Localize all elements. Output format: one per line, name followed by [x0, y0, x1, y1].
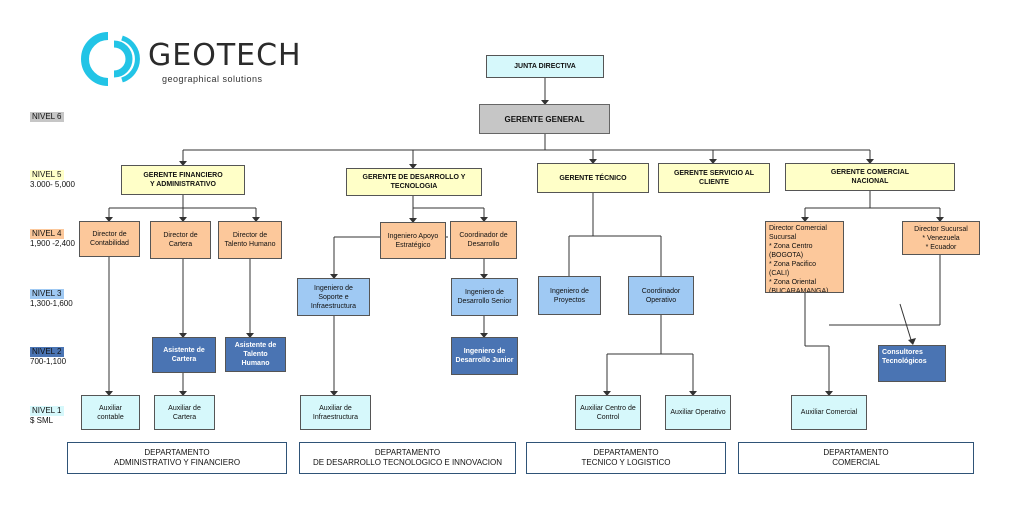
- department-tecnico-logistico: DEPARTAMENTO TECNICO Y LOGISTICO: [526, 442, 726, 474]
- department-label: DEPARTAMENTO: [374, 448, 441, 457]
- asistente-cartera-box: Asistente de Cartera: [152, 337, 216, 373]
- department-administrativo-financiero: DEPARTAMENTO ADMINISTRATIVO Y FINANCIERO: [67, 442, 287, 474]
- coordinador-desarrollo-box: Coordinador de Desarrollo: [450, 221, 517, 259]
- level-4-name: NIVEL 4: [30, 229, 64, 239]
- geotech-logo-icon: [81, 32, 140, 86]
- director-cartera-box: Director de Cartera: [150, 221, 211, 259]
- department-name: DE DESARROLLO TECNOLOGICO E INNOVACION: [312, 458, 503, 467]
- asistente-talento-humano-box: Asistente de Talento Humano: [225, 337, 286, 372]
- level-4-range: 1,900 -2,400: [30, 239, 75, 248]
- level-2-name: NIVEL 2: [30, 347, 64, 357]
- coordinador-operativo-box: Coordinador Operativo: [628, 276, 694, 315]
- auxiliar-centro-control-box: Auxiliar Centro de Control: [575, 395, 641, 430]
- level-2-range: 700-1,100: [30, 357, 67, 366]
- gerente-general-box: GERENTE GENERAL: [479, 104, 610, 134]
- consultores-tecnologicos-box: Consultores Tecnológicos: [878, 345, 946, 382]
- department-label: DEPARTAMENTO: [593, 448, 659, 457]
- level-2: NIVEL 2 700-1,100: [30, 347, 66, 367]
- level-3-name: NIVEL 3: [30, 289, 64, 299]
- level-5-range: 3.000- 5,000: [30, 180, 75, 189]
- gerente-financiero-box: GERENTE FINANCIERO Y ADMINISTRATIVO: [121, 165, 245, 195]
- auxiliar-operativo-box: Auxiliar Operativo: [665, 395, 731, 430]
- department-name: ADMINISTRATIVO Y FINANCIERO: [113, 458, 241, 467]
- director-comercial-sucursal-box: Director Comercial Sucursal * Zona Centr…: [765, 221, 844, 293]
- department-label: DEPARTAMENTO: [144, 448, 210, 457]
- level-1-range: $ SML: [30, 416, 54, 425]
- logo-tagline: geographical solutions: [162, 74, 263, 84]
- department-label: DEPARTAMENTO: [823, 448, 889, 457]
- ingeniero-soporte-infraestructura-box: Ingeniero de Soporte e Infraestructura: [297, 278, 370, 316]
- gerente-servicio-cliente-box: GERENTE SERVICIO AL CLIENTE: [658, 163, 770, 193]
- director-contabilidad-box: Director de Contabilidad: [79, 221, 140, 257]
- department-name: COMERCIAL: [832, 458, 880, 467]
- level-5: NIVEL 5 3.000- 5,000: [30, 170, 75, 190]
- level-1-name: NIVEL 1: [30, 406, 64, 416]
- junta-directiva-box: JUNTA DIRECTIVA: [486, 55, 604, 78]
- ingeniero-apoyo-estrategico-box: Ingeniero Apoyo Estratégico: [380, 222, 446, 259]
- gerente-comercial-box: GERENTE COMERCIAL NACIONAL: [785, 163, 955, 191]
- ingeniero-desarrollo-junior-box: Ingeniero de Desarrollo Junior: [451, 337, 518, 375]
- auxiliar-infraestructura-box: Auxiliar de Infraestructura: [300, 395, 371, 430]
- level-5-name: NIVEL 5: [30, 170, 64, 180]
- director-talento-humano-box: Director de Talento Humano: [218, 221, 282, 259]
- logo-brand: GEOTECH: [148, 38, 302, 73]
- auxiliar-cartera-box: Auxiliar de Cartera: [154, 395, 215, 430]
- director-sucursal-box: Director Sucursal * Venezuela * Ecuador: [902, 221, 980, 255]
- level-6: NIVEL 6: [30, 112, 64, 122]
- level-3-range: 1,300-1,600: [30, 299, 73, 308]
- level-1: NIVEL 1 $ SML: [30, 406, 64, 426]
- department-desarrollo-tecnologico: DEPARTAMENTO DE DESARROLLO TECNOLOGICO E…: [299, 442, 516, 474]
- auxiliar-comercial-box: Auxiliar Comercial: [791, 395, 867, 430]
- gerente-desarrollo-box: GERENTE DE DESARROLLO Y TECNOLOGIA: [346, 168, 482, 196]
- level-4: NIVEL 4 1,900 -2,400: [30, 229, 75, 249]
- ingeniero-desarrollo-senior-box: Ingeniero de Desarrollo Senior: [451, 278, 518, 316]
- auxiliar-contable-box: Auxiliar contable: [81, 395, 140, 430]
- gerente-tecnico-box: GERENTE TÉCNICO: [537, 163, 649, 193]
- department-name: TECNICO Y LOGISTICO: [581, 458, 671, 467]
- level-6-name: NIVEL 6: [30, 112, 64, 122]
- department-comercial: DEPARTAMENTO COMERCIAL: [738, 442, 974, 474]
- ingeniero-proyectos-box: Ingeniero de Proyectos: [538, 276, 601, 315]
- level-3: NIVEL 3 1,300-1,600: [30, 289, 73, 309]
